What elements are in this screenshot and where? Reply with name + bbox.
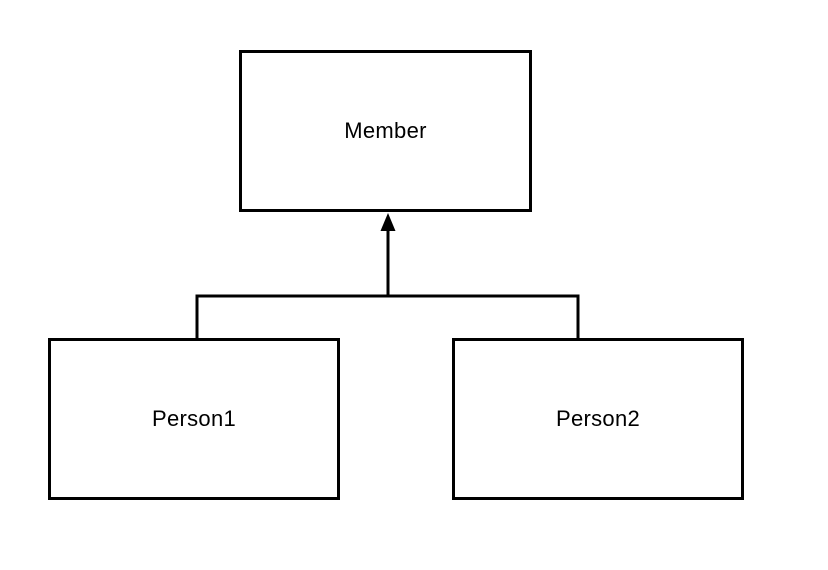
node-person2: Person2 bbox=[452, 338, 744, 500]
node-person1-label: Person1 bbox=[151, 406, 237, 431]
connector-branch-line bbox=[195, 294, 580, 339]
node-member-label: Member bbox=[344, 118, 427, 143]
node-member: Member bbox=[239, 50, 532, 212]
node-person1: Person1 bbox=[48, 338, 340, 500]
node-person2-label: Person2 bbox=[555, 406, 641, 431]
arrowhead-icon bbox=[380, 213, 396, 231]
